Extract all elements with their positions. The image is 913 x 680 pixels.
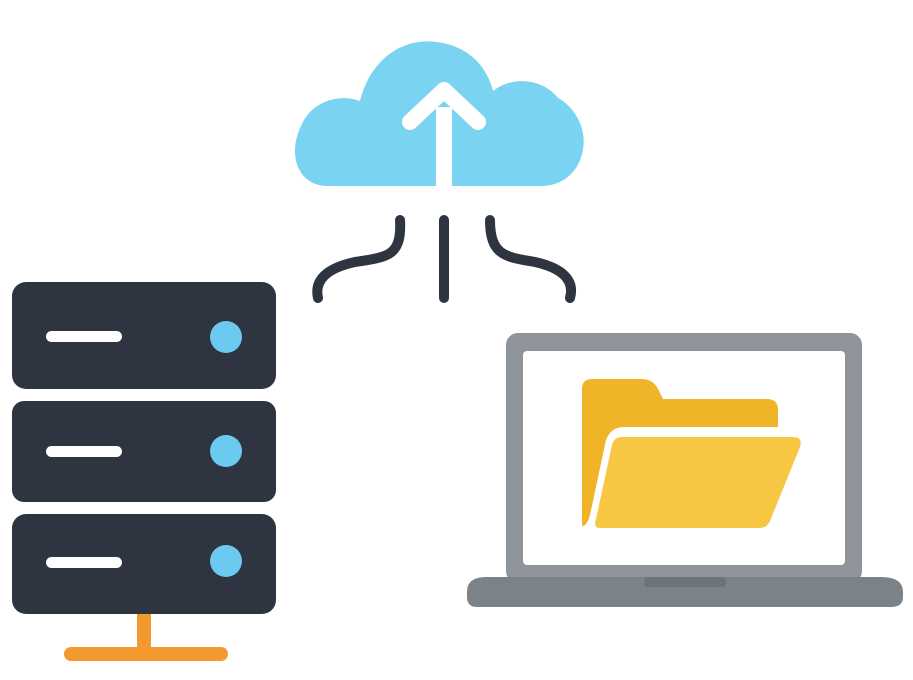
server-slot-1: [46, 331, 122, 342]
laptop-notch: [644, 577, 726, 587]
server-status-light-1: [210, 321, 242, 353]
server-unit-2: [12, 401, 276, 502]
upload-arrow-shaft: [436, 107, 452, 186]
server-slot-2: [46, 446, 122, 457]
laptop-folder-icon: [467, 333, 903, 607]
folder-back: [582, 379, 778, 526]
server-rack-icon: [12, 282, 276, 661]
folder-front: [595, 437, 801, 528]
connector-left: [312, 215, 406, 303]
server-unit-1: [12, 282, 276, 389]
server-stand: [137, 614, 151, 653]
server-unit-3: [12, 514, 276, 614]
connector-lines: [312, 215, 576, 303]
laptop-base: [467, 577, 903, 607]
server-slot-3: [46, 557, 122, 568]
upload-arrow-head: [402, 82, 486, 130]
connector-right: [485, 215, 576, 303]
server-status-light-3: [210, 545, 242, 577]
cloud-upload-icon: [294, 41, 584, 186]
server-network-bar: [64, 647, 228, 661]
server-status-light-2: [210, 435, 242, 467]
